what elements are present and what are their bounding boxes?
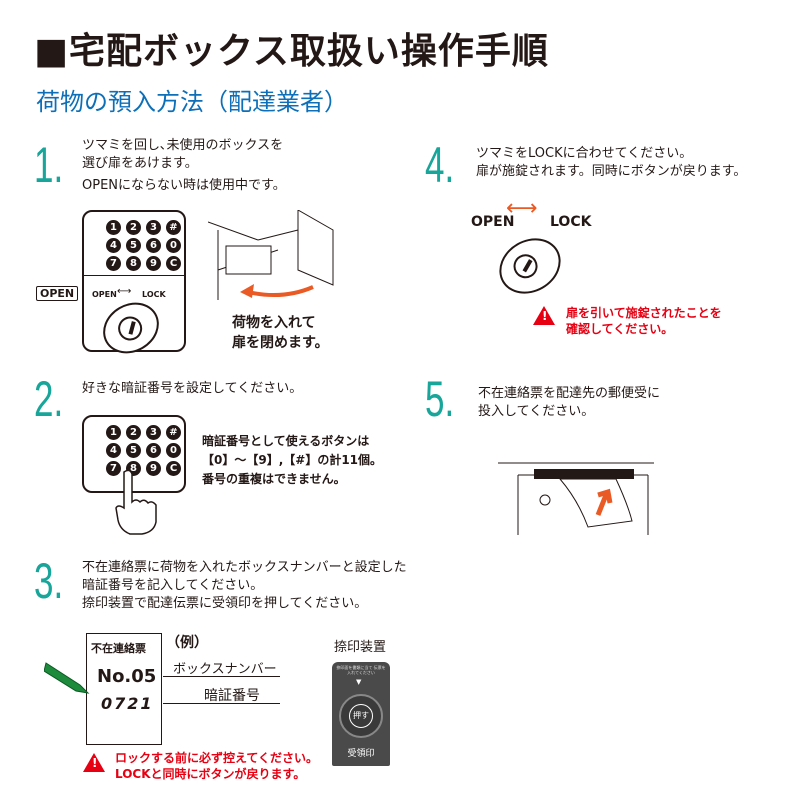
step-1-line: ツマミを回し､未使用のボックスを [82,138,284,153]
knob-icon [93,292,169,364]
caption-line: 扉を閉めます。 [232,335,329,351]
step-4-number: 4. [425,137,455,193]
key-button: 1 [106,220,121,235]
open-label: OPEN [471,214,515,230]
step-2-note: 暗証番号として使えるボタンは 【0】～【9】,【#】の計11個。 番号の重複はで… [202,432,382,489]
step-3-line: 暗証番号を記入してください。 [82,578,264,593]
stamp-button: 押す [349,704,373,728]
warning-icon: ! [83,753,105,772]
step-3-number: 3. [34,553,64,609]
warning-line: ロックする前に必ず控えてください。 [115,751,319,765]
key-button: 2 [126,220,141,235]
device-title: 捺印装置 [334,640,387,655]
step-3-line: 捺印装置で配達伝票に受領印を押してください。 [82,596,368,611]
step-4-line: 扉が施錠されます。同時にボタンが戻ります。 [476,164,747,179]
step-1-caption: 荷物を入れて 扉を閉めます。 [232,313,329,353]
key-button: 1 [106,425,121,440]
slip-title: 不在連絡票 [91,642,146,655]
step-2-number: 2. [34,371,64,427]
key-button: # [166,220,181,235]
pin-arrow [163,703,280,704]
step-4-warning: 扉を引いて施錠されたことを 確認してください。 [566,305,722,337]
key-button: C [166,256,181,271]
key-button: 4 [106,238,121,253]
step-2-text: 好きな暗証番号を設定してください。 [82,381,303,396]
step-5-line: 投入してください。 [478,404,595,419]
device-label: 受領印 [347,749,375,759]
lock-label: LOCK [550,214,592,230]
finger-icon [115,469,157,535]
key-button: 7 [106,461,121,476]
open-tag: OPEN [36,286,79,301]
open-label: OPEN [92,290,117,299]
box-number-label: ボックスナンバー [173,662,277,677]
step-1-line: 選び扉をあけます。 [82,156,198,171]
key-button: 0 [166,443,181,458]
mailbox-illustration [498,462,654,535]
key-button: 9 [146,461,161,476]
page-subtitle: 荷物の預入方法（配達業者） [36,88,348,116]
key-button: 0 [166,238,181,253]
slip-box-number: No.05 [97,666,157,687]
step-1-text: ツマミを回し､未使用のボックスを 選び扉をあけます。 OPENにならない時は使用… [82,137,286,195]
key-button: 5 [126,443,141,458]
key-button: 6 [146,443,161,458]
caption-line: 荷物を入れて [232,315,316,331]
key-button: C [166,461,181,476]
step-1-number: 1. [34,137,64,193]
absence-slip: 不在連絡票 No.05 0721 [86,633,162,745]
step-3-line: 不在連絡票に荷物を入れたボックスナンバーと設定した [82,560,407,575]
step-4-line: ツマミをLOCKに合わせてください。 [476,146,693,161]
key-button: 9 [146,256,161,271]
stamp-device: 捺印面を書類に当て 伝票を入れてください ▼ 押す 受領印 [332,662,390,766]
key-button: 6 [146,238,161,253]
warning-line: 扉を引いて施錠されたことを [566,306,722,320]
step-5-number: 5. [425,371,455,427]
knob-icon [489,227,571,305]
key-button: 4 [106,443,121,458]
page-title: ■宅配ボックス取扱い操作手順 [34,31,549,72]
step-5-line: 不在連絡票を配達先の郵便受に [478,386,661,401]
pin-label: 暗証番号 [204,688,260,704]
pencil-icon [44,662,90,694]
note-line: 暗証番号として使えるボタンは [202,434,370,448]
note-line: 【0】～【9】,【#】の計11個。 [202,453,383,467]
slip-pin: 0721 [101,694,154,713]
key-button: 7 [106,256,121,271]
step-4-text: ツマミをLOCKに合わせてください。 扉が施錠されます。同時にボタンが戻ります。 [476,145,746,181]
example-label: （例） [166,635,208,651]
warning-line: LOCKと同時にボタンが戻ります。 [115,767,306,781]
key-button: 2 [126,425,141,440]
key-button: 3 [146,425,161,440]
double-arrow-icon: ⟷ [506,196,538,221]
step-1-line: OPENにならない時は使用中です。 [82,178,286,193]
warning-icon: ! [533,306,555,325]
down-triangle-icon: ▼ [356,678,362,686]
warning-line: 確認してください。 [566,322,674,336]
key-button: 5 [126,238,141,253]
step-3-text: 不在連絡票に荷物を入れたボックスナンバーと設定した 暗証番号を記入してください。… [82,559,407,613]
device-instruction: 捺印面を書類に当て 伝票を入れてください [336,665,386,675]
key-button: 3 [146,220,161,235]
key-button: 8 [126,256,141,271]
step-3-warning: ロックする前に必ず控えてください。 LOCKと同時にボタンが戻ります。 [115,750,318,782]
lock-label: LOCK [142,290,166,299]
box-door-illustration [208,210,334,300]
note-line: 番号の重複はできません。 [202,472,346,486]
box-number-arrow [163,676,280,677]
double-arrow-icon: ⟷ [117,286,132,297]
step-5-text: 不在連絡票を配達先の郵便受に 投入してください。 [478,385,660,421]
key-button: # [166,425,181,440]
